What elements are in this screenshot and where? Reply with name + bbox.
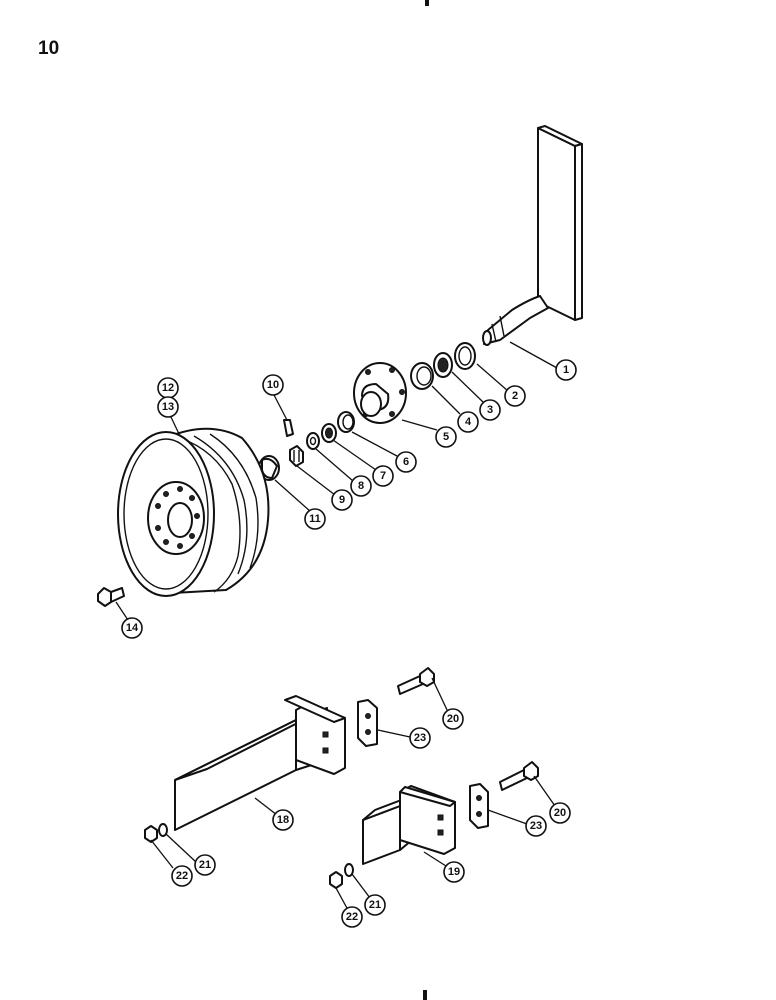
callout-5: 5	[435, 426, 457, 448]
svg-text:9: 9	[339, 494, 345, 506]
svg-text:23: 23	[414, 732, 426, 744]
svg-text:11: 11	[309, 513, 321, 525]
washer	[306, 432, 320, 450]
short-square-tube	[362, 785, 456, 865]
callout-14: 14	[121, 617, 143, 639]
svg-text:18: 18	[277, 814, 289, 826]
svg-text:12: 12	[162, 382, 174, 394]
registration-mark-top	[425, 0, 429, 6]
callout-8: 8	[350, 475, 372, 497]
clamp-plate-upper	[357, 699, 378, 747]
svg-text:21: 21	[199, 859, 211, 871]
callout-22-left: 22	[171, 865, 193, 887]
callout-4: 4	[457, 411, 479, 433]
registration-mark-bottom	[423, 990, 427, 1000]
callout-23-lower: 23	[525, 815, 547, 837]
bolt-lower	[499, 761, 539, 791]
svg-text:4: 4	[465, 416, 472, 428]
callout-23-upper: 23	[409, 727, 431, 749]
callout-18: 18	[272, 809, 294, 831]
wheel-rim	[117, 427, 270, 597]
callout-1: 1	[555, 359, 577, 381]
wheel-hub	[353, 362, 407, 424]
svg-text:8: 8	[358, 480, 364, 492]
leader-lines	[115, 341, 558, 911]
clamp-plate-lower	[469, 783, 489, 829]
bearing-cone-inner	[433, 352, 453, 378]
svg-text:7: 7	[380, 470, 386, 482]
callout-20-lower: 20	[549, 802, 571, 824]
svg-text:23: 23	[530, 820, 542, 832]
page-number: 10	[38, 38, 60, 59]
long-square-tube	[174, 695, 346, 831]
cotter-pin	[283, 419, 294, 437]
svg-text:2: 2	[512, 390, 518, 402]
svg-text:21: 21	[369, 899, 381, 911]
bearing-cone-outer	[321, 423, 337, 443]
svg-text:19: 19	[448, 866, 460, 878]
dust-cap	[258, 455, 280, 481]
slotted-nut	[289, 445, 304, 467]
svg-text:22: 22	[176, 870, 188, 882]
callout-19: 19	[443, 861, 465, 883]
svg-text:5: 5	[443, 431, 449, 443]
callout-21-right: 21	[364, 894, 386, 916]
svg-text:13: 13	[162, 401, 174, 413]
callout-10: 10	[262, 374, 284, 396]
callout-11: 11	[304, 508, 326, 530]
spindle-arm	[482, 125, 583, 346]
callout-13: 13	[157, 396, 179, 418]
svg-text:14: 14	[126, 622, 139, 634]
bolt-upper	[397, 667, 435, 695]
nut-washer-right	[329, 863, 354, 889]
callout-22-right: 22	[341, 906, 363, 928]
callout-3: 3	[479, 399, 501, 421]
callout-2: 2	[504, 385, 526, 407]
svg-text:3: 3	[487, 404, 493, 416]
callout-6: 6	[395, 451, 417, 473]
callout-7: 7	[372, 465, 394, 487]
seal	[454, 342, 476, 370]
svg-text:1: 1	[563, 364, 569, 376]
callout-9: 9	[331, 489, 353, 511]
svg-text:20: 20	[447, 713, 459, 725]
bearing-cup-outer	[337, 411, 355, 433]
bearing-cup-inner	[410, 362, 434, 390]
callout-20-upper: 20	[442, 708, 464, 730]
svg-text:10: 10	[267, 379, 279, 391]
callout-21-left: 21	[194, 854, 216, 876]
svg-text:20: 20	[554, 807, 566, 819]
svg-text:22: 22	[346, 911, 358, 923]
callout-12: 12	[157, 377, 179, 399]
nut-washer-left	[144, 823, 168, 843]
svg-text:6: 6	[403, 456, 409, 468]
wheel-bolt	[97, 587, 125, 607]
